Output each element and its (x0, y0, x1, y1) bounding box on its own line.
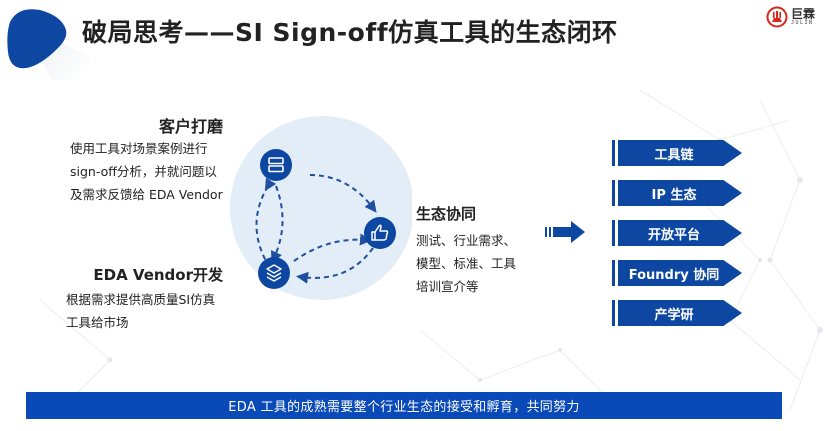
layers-icon (266, 264, 282, 282)
vendor-block-title: EDA Vendor开发 (93, 266, 223, 284)
ecosystem-line: 培训宣介等 (416, 279, 479, 294)
chevron-item-toolchain: 工具链 (612, 140, 742, 166)
customer-block-text: 使用工具对场景案例进行 sign-off分析，并就问题以 及需求反馈给 EDA … (70, 137, 223, 206)
right-arrow-icon (545, 221, 585, 243)
chevron-item-open-platform: 开放平台 (612, 220, 742, 246)
vendor-line: 工具给市场 (66, 315, 129, 330)
corner-accent-shape (7, 9, 90, 80)
customer-node (260, 149, 292, 181)
customer-line: sign-off分析，并就问题以 (70, 164, 217, 179)
page-title: 破局思考——SI Sign-off仿真工具的生态闭环 (82, 18, 618, 47)
chevron-label: 开放平台 (647, 227, 700, 243)
chevron-label: Foundry 协同 (628, 267, 720, 283)
chevron-label: 产学研 (654, 307, 694, 323)
ecosystem-line: 模型、标准、工具 (416, 256, 517, 271)
julin-logo-icon (766, 6, 788, 28)
vendor-line: 根据需求提供高质量SI仿真 (66, 292, 216, 307)
chevron-label: IP 生态 (651, 187, 697, 203)
customer-line: 及需求反馈给 EDA Vendor (70, 187, 223, 202)
thumbs-up-icon (371, 224, 389, 241)
ecosystem-block-text: 测试、行业需求、 模型、标准、工具 培训宣介等 (416, 229, 516, 298)
chevron-label: 工具链 (654, 147, 694, 163)
logo-english-text: JULIN (791, 20, 814, 26)
server-icon (268, 157, 284, 173)
ecosystem-line: 测试、行业需求、 (416, 233, 517, 248)
vendor-block-text: 根据需求提供高质量SI仿真 工具给市场 (66, 288, 215, 334)
customer-line: 使用工具对场景案例进行 (70, 141, 208, 156)
chevron-item-academia: 产学研 (612, 300, 742, 326)
ecosystem-cycle-diagram (230, 116, 412, 300)
footer-banner: EDA 工具的成熟需要整个行业生态的接受和孵育，共同努力 (26, 392, 782, 419)
chevron-item-foundry: Foundry 协同 (612, 260, 742, 286)
vendor-node (258, 257, 290, 289)
ecosystem-node (364, 217, 396, 249)
logo-chinese-text: 巨霖 (791, 7, 816, 21)
ecosystem-chevron-list: 工具链 IP 生态 开放平台 Foundry 协同 产学研 (612, 140, 742, 340)
customer-block-title: 客户打磨 (158, 117, 223, 136)
ecosystem-block-title: 生态协同 (416, 205, 477, 223)
chevron-item-ip-ecosystem: IP 生态 (612, 180, 742, 206)
company-logo: 巨霖 JULIN (766, 4, 828, 30)
